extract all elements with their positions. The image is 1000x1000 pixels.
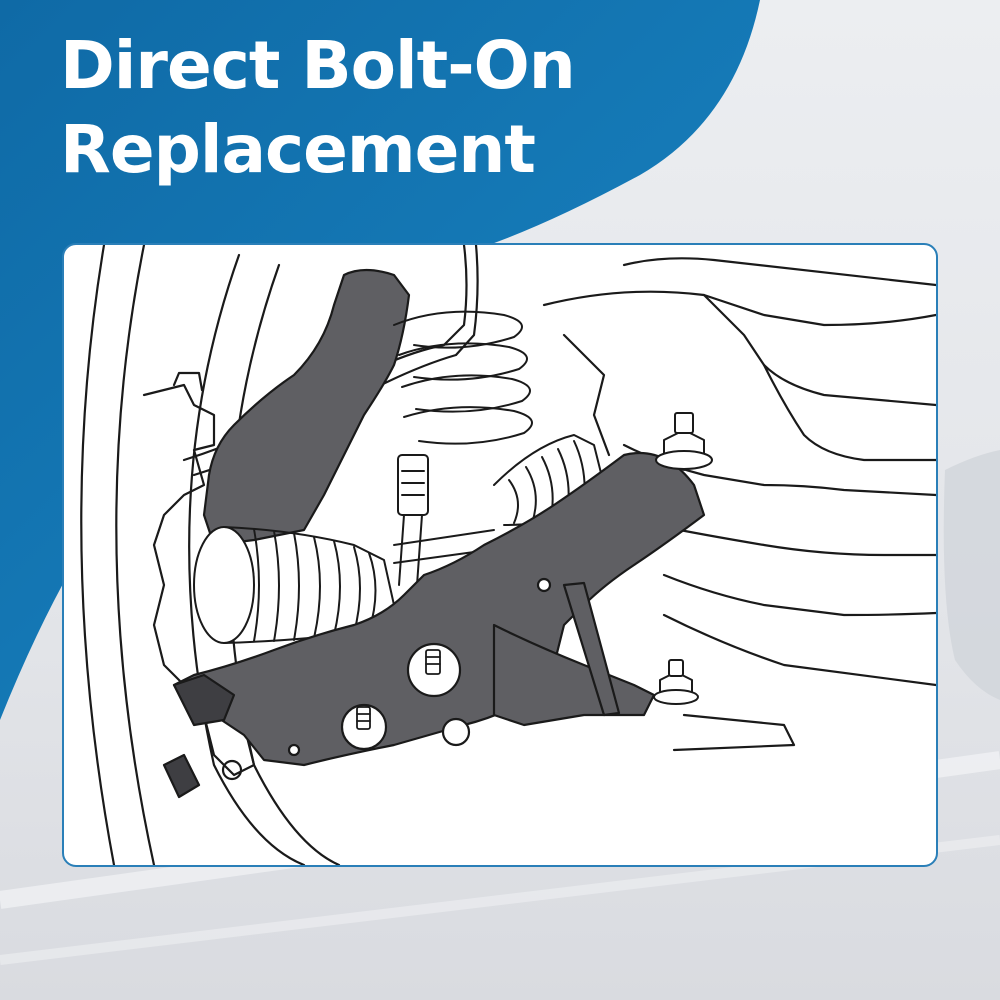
headline-line-2: Replacement: [60, 111, 536, 188]
illustration-panel: [62, 243, 938, 867]
lower-control-arm: [172, 451, 706, 767]
blue-swoosh: [0, 0, 760, 720]
outer-tie-rod-end: [162, 753, 201, 799]
ball-joint-studs: [356, 649, 441, 730]
front-bushing: [172, 673, 236, 727]
knuckle-outline: [142, 371, 256, 781]
mount-bolt-upper-icon: [655, 412, 713, 471]
coil-spring: [393, 310, 533, 445]
sway-bar-link: [397, 454, 429, 586]
suspension-illustration: [80, 245, 936, 865]
headline-line-1: Direct Bolt-On: [60, 27, 576, 104]
control-arm-rear-leg: [492, 623, 656, 727]
upper-knuckle-arm: [202, 268, 411, 547]
car-silhouette: [943, 450, 1000, 700]
mount-bolt-lower-icon: [653, 659, 699, 705]
steering-boot: [193, 526, 395, 644]
headline: Direct Bolt-On Replacement: [60, 24, 576, 192]
rear-link-rod: [562, 581, 621, 717]
